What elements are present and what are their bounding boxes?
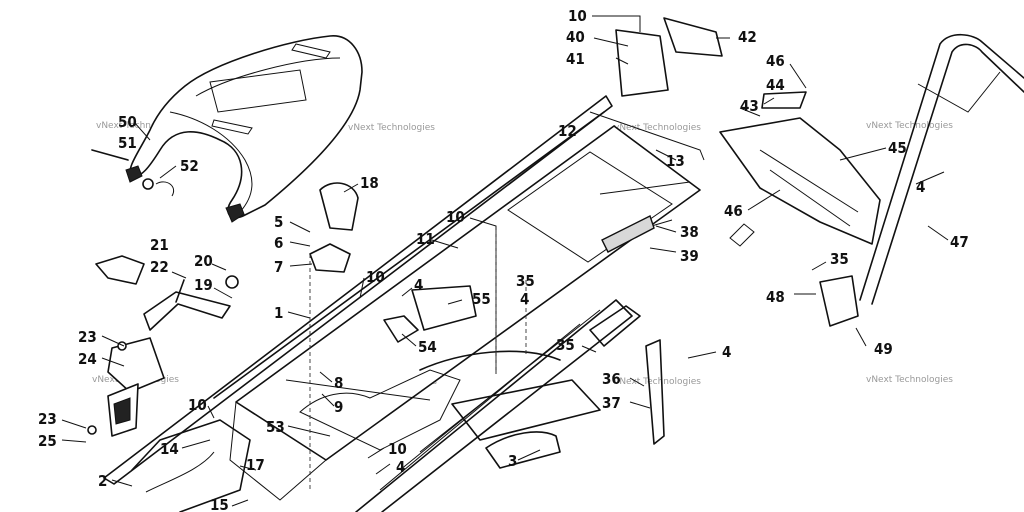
callout-4: 4 (414, 276, 423, 294)
callout-17: 17 (246, 456, 265, 474)
watermark-1: vNext Technologies (96, 121, 183, 131)
callout-41: 41 (566, 50, 585, 68)
callout-1: 1 (274, 304, 283, 322)
callout-labels: 10 40 41 42 46 44 43 12 13 45 4 46 47 50… (38, 7, 969, 512)
callout-35: 35 (830, 250, 849, 268)
callout-10: 10 (568, 7, 587, 25)
callout-7: 7 (274, 258, 283, 276)
callout-44: 44 (766, 76, 785, 94)
callout-9: 9 (334, 398, 343, 416)
callout-22: 22 (150, 258, 169, 276)
callout-21: 21 (150, 236, 169, 254)
brackets-left (87, 255, 239, 437)
watermark-4: vNext Technologies (866, 121, 953, 131)
callout-10: 10 (366, 268, 385, 286)
callout-43: 43 (740, 97, 759, 115)
callout-42: 42 (738, 28, 757, 46)
callout-38: 38 (680, 223, 699, 241)
callout-8: 8 (334, 374, 343, 392)
leader-lines (61, 15, 949, 507)
callout-46: 46 (724, 202, 743, 220)
callout-5: 5 (274, 213, 283, 231)
callout-47: 47 (950, 233, 969, 251)
callout-48: 48 (766, 288, 785, 306)
callout-18: 18 (360, 174, 379, 192)
callout-49: 49 (874, 340, 893, 358)
watermark-7: vNext Technologies (614, 377, 701, 387)
callout-20: 20 (194, 252, 213, 270)
callout-2: 2 (98, 472, 107, 490)
watermark-2: vNext Technologies (348, 123, 435, 133)
seat-illustration (125, 35, 363, 223)
callout-40: 40 (566, 28, 585, 46)
bracket-center (309, 182, 477, 343)
callout-35: 35 (516, 272, 535, 290)
seat-hardware (91, 149, 174, 197)
callout-55: 55 (472, 290, 491, 308)
callout-53: 53 (266, 418, 285, 436)
rear-bumper (859, 33, 1024, 305)
callout-14: 14 (160, 440, 179, 458)
callout-37: 37 (602, 394, 621, 412)
callout-19: 19 (194, 276, 213, 294)
callout-45: 45 (888, 139, 907, 157)
callout-11: 11 (416, 230, 435, 248)
callout-10: 10 (188, 396, 207, 414)
callout-51: 51 (118, 134, 137, 152)
callout-4: 4 (396, 458, 405, 476)
callout-39: 39 (680, 247, 699, 265)
callout-52: 52 (180, 157, 199, 175)
callout-23: 23 (38, 410, 57, 428)
callout-23: 23 (78, 328, 97, 346)
callout-50: 50 (118, 113, 137, 131)
callout-4: 4 (916, 178, 925, 196)
watermark-8: vNext Technologies (866, 375, 953, 385)
callout-13: 13 (666, 152, 685, 170)
callout-35: 35 (556, 336, 575, 354)
callout-46: 46 (766, 52, 785, 70)
callout-15: 15 (210, 496, 229, 512)
snow-flap (615, 17, 881, 327)
callout-12: 12 (558, 122, 577, 140)
callout-4: 4 (722, 343, 731, 361)
callout-6: 6 (274, 234, 283, 252)
callout-54: 54 (418, 338, 437, 356)
watermark-3: vNext Technologies (614, 123, 701, 133)
callout-25: 25 (38, 432, 57, 450)
callout-10: 10 (446, 208, 465, 226)
callout-4: 4 (520, 290, 529, 308)
callout-24: 24 (78, 350, 97, 368)
callout-3: 3 (508, 452, 517, 470)
callout-36: 36 (602, 370, 621, 388)
callout-10: 10 (388, 440, 407, 458)
